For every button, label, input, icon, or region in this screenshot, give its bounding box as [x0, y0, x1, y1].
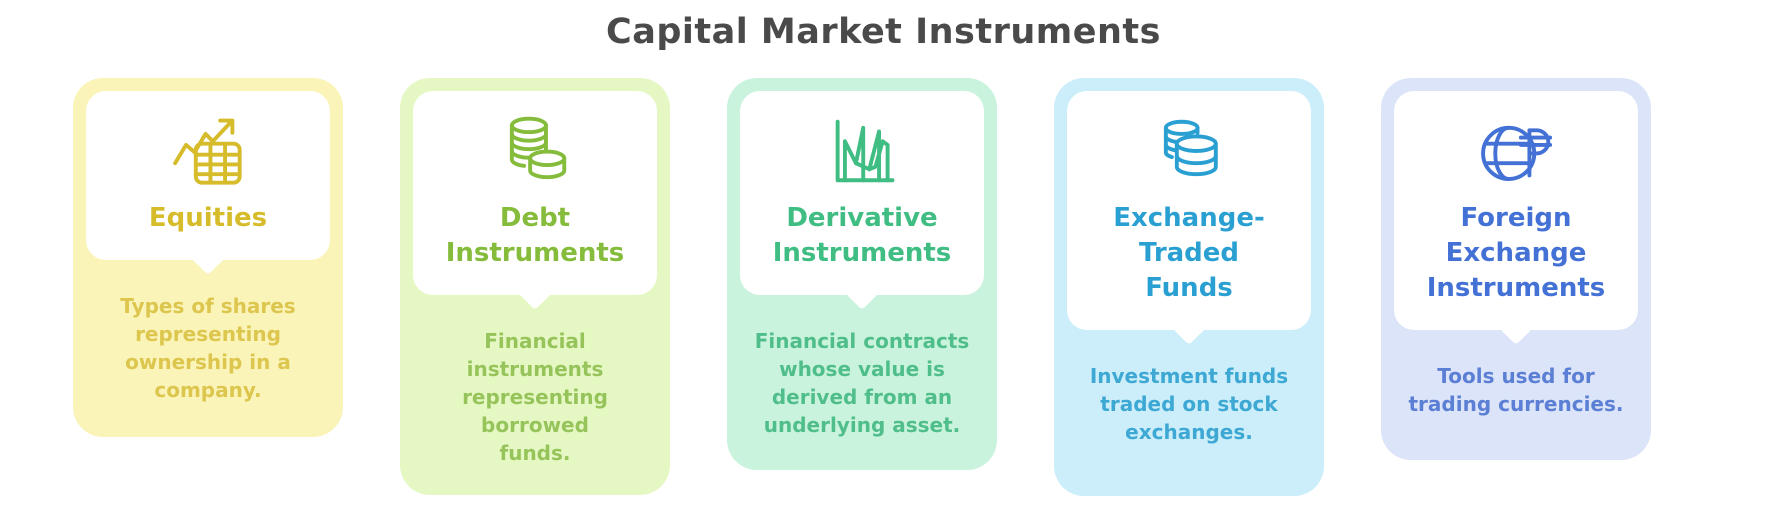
- peaks-chart-icon: [750, 109, 974, 193]
- card-exchange-traded-funds: Exchange-Traded Funds Investment funds t…: [1054, 78, 1324, 496]
- card-bubble: Foreign Exchange Instruments: [1394, 91, 1638, 346]
- database-funds-icon: [1077, 109, 1301, 193]
- card-bubble: Derivative Instruments: [740, 91, 984, 311]
- bubble-tail: [1172, 311, 1206, 346]
- card-title: Foreign Exchange Instruments: [1426, 203, 1606, 304]
- card-bubble: Debt Instruments: [413, 91, 657, 311]
- card-description: Types of shares representing ownership i…: [120, 294, 296, 403]
- card-equities: Equities Types of shares representing ow…: [73, 78, 343, 437]
- bubble-tail: [518, 276, 552, 311]
- bubble-tail: [191, 241, 225, 276]
- card-title: Exchange-Traded Funds: [1113, 203, 1265, 304]
- card-title: Derivative Instruments: [772, 203, 952, 269]
- card-foreign-exchange-instruments: Foreign Exchange Instruments Tools used …: [1381, 78, 1651, 460]
- card-bubble: Equities: [86, 91, 330, 276]
- bubble-tail: [845, 276, 879, 311]
- page-title: Capital Market Instruments: [606, 12, 1161, 52]
- globe-currency-icon: [1404, 109, 1628, 193]
- bubble-tail: [1499, 311, 1533, 346]
- card-description: Financial instruments representing borro…: [462, 329, 608, 466]
- card-description: Financial contracts whose value is deriv…: [754, 329, 970, 438]
- card-description: Tools used for trading currencies.: [1408, 364, 1624, 417]
- card-title: Debt Instruments: [445, 203, 625, 269]
- cards-row: Equities Types of shares representing ow…: [73, 78, 1651, 496]
- card-bubble: Exchange-Traded Funds: [1067, 91, 1311, 346]
- card-debt-instruments: Debt Instruments Financial instruments r…: [400, 78, 670, 496]
- card-title: Equities: [148, 203, 268, 233]
- card-derivative-instruments: Derivative Instruments Financial contrac…: [727, 78, 997, 470]
- stock-chart-table-icon: [96, 109, 320, 193]
- card-description: Investment funds traded on stock exchang…: [1089, 364, 1289, 445]
- coin-stacks-icon: [423, 109, 647, 193]
